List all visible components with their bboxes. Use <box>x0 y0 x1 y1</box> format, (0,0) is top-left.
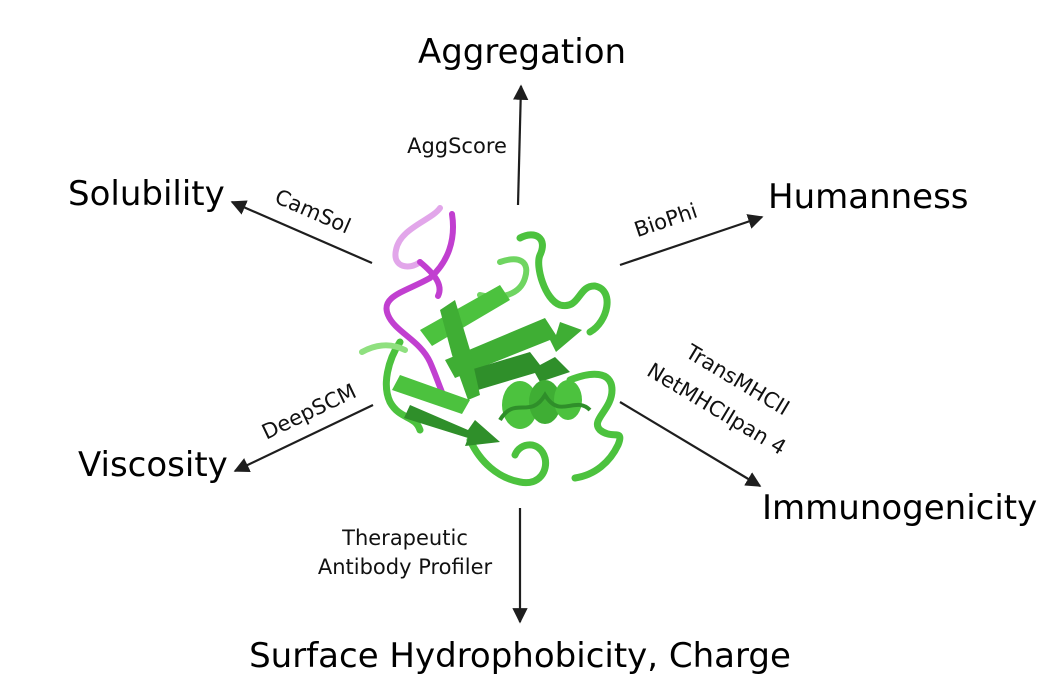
arrow-solubility <box>230 200 373 265</box>
beta-strand-6 <box>440 300 480 400</box>
protein-ribbon-structure-icon <box>359 205 624 487</box>
label-immunogenicity: Immunogenicity <box>762 488 1037 528</box>
alpha-helix <box>498 380 592 429</box>
loop-right <box>566 370 624 482</box>
label-aggregation: Aggregation <box>418 32 626 72</box>
loop-left-back <box>359 342 408 355</box>
beta-strand-1 <box>420 285 510 346</box>
arrow-viscosity <box>233 404 374 472</box>
label-solubility: Solubility <box>68 174 225 214</box>
beta-strand-5 <box>404 405 500 446</box>
arrow-immunogenicity <box>619 401 762 487</box>
label-humanness: Humanness <box>768 177 969 217</box>
arrows <box>230 84 764 624</box>
beta-strand-3 <box>470 352 570 390</box>
beta-strand-4 <box>392 375 470 414</box>
cdr-loop-light <box>392 205 443 270</box>
tool-tap-line2: Antibody Profiler <box>318 555 493 579</box>
tool-aggscore: AggScore <box>407 134 507 158</box>
loop-top <box>516 231 611 336</box>
tool-camsol: CamSol <box>271 185 354 239</box>
tool-biophi: BioPhi <box>631 199 700 242</box>
tool-tap-line1: Therapeutic <box>341 526 468 550</box>
arrow-aggregation <box>512 84 529 206</box>
label-surface: Surface Hydrophobicity, Charge <box>249 636 791 676</box>
cdr-loop <box>383 211 456 408</box>
arrow-humanness <box>619 214 764 267</box>
loop-bottom <box>466 436 550 487</box>
label-viscosity: Viscosity <box>78 445 228 485</box>
cdr-loop-tail <box>417 259 443 299</box>
beta-strand-2 <box>445 318 582 378</box>
